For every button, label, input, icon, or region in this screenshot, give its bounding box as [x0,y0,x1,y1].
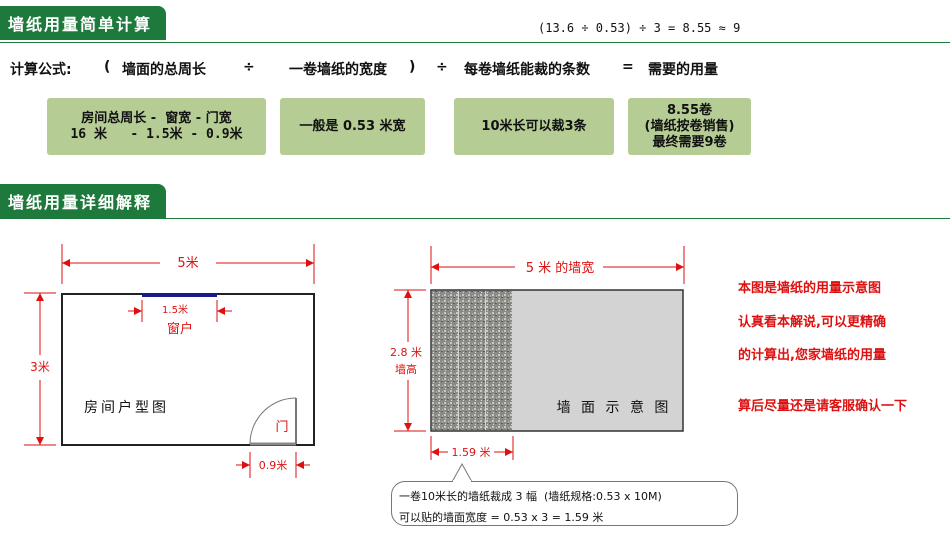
callout-pointer-join [453,480,471,482]
formula-term-perimeter: 墙面的总周长 [122,62,206,78]
wallpaper-strip-1 [432,291,458,430]
formula-result: 需要的用量 [648,62,718,78]
arrow-left-icon [217,307,225,315]
section-divider-2 [0,218,950,219]
arrow-left-icon [431,263,439,271]
perimeter-box: 房间总周长 - 窗宽 - 门宽 16 米 - 1.5米 - 0.9米 [47,98,266,155]
door-swing-arc [249,397,297,445]
room-height-label: 3米 [30,360,50,374]
wall-label: 墙 面 示 意 图 [557,399,672,416]
arrow-down-icon [36,437,44,445]
note-line-2: 认真看本解说,可以更精确 [738,315,886,330]
strips-box: 10米长可以裁3条 [454,98,614,155]
arrow-up-icon [36,293,44,301]
result-box-line2: (墙纸按卷销售) [644,118,735,134]
room-plan: 5米 3米 1.5米 窗户 房间户型图 门 0.9米 [24,244,315,478]
formula-divide-2: ÷ [436,59,448,75]
wall-height-label: 2.8 米 [390,346,422,359]
section-tab-detailed: 墙纸用量详细解释 [0,184,166,218]
arrow-right-icon [505,448,513,456]
formula-equals: = [622,59,634,75]
covered-width-label: 1.59 米 [452,446,491,459]
arrow-right-icon [242,461,250,469]
note-line-4: 算后尽量还是请客服确认一下 [738,399,908,414]
result-box-line1: 8.55卷 [666,102,713,118]
perimeter-box-line1: 房间总周长 - 窗宽 - 门宽 [81,110,232,126]
roll-width-box: 一般是 0.53 米宽 [280,98,425,155]
formula-label: 计算公式: [10,62,72,78]
section-divider [0,42,950,43]
wall-width-label: 5 米 的墙宽 [526,260,595,276]
callout-line1: 一卷10米长的墙纸裁成 3 幅 (墙纸规格:0.53 x 10M) [399,490,662,503]
arrow-left-icon [431,448,439,456]
callout-line2: 可以贴的墙面宽度 = 0.53 x 3 = 1.59 米 [399,511,604,524]
section-tab-simple-calc: 墙纸用量简单计算 [0,6,166,40]
note-line-3: 的计算出,您家墙纸的用量 [738,348,886,363]
window-width-label: 1.5米 [162,303,188,316]
arrow-left-icon [296,461,304,469]
arrow-right-icon [676,263,684,271]
room-width-label: 5米 [177,256,198,271]
top-formula: (13.6 ÷ 0.53) ÷ 3 = 8.55 ≈ 9 [538,21,741,35]
perimeter-box-line2: 16 米 - 1.5米 - 0.9米 [70,126,243,142]
strips-box-text: 10米长可以裁3条 [481,118,587,134]
formula-divide-1: ÷ [243,59,255,75]
arrow-right-icon [306,259,314,267]
door-width-label: 0.9米 [259,459,288,472]
wallpaper-strip-3 [486,291,512,430]
arrow-down-icon [404,423,412,431]
note-line-1: 本图是墙纸的用量示意图 [738,281,882,296]
formula-close-paren: ) [409,59,416,75]
result-box-line3: 最终需要9卷 [652,134,727,150]
window-label: 窗户 [167,321,193,337]
arrow-right-icon [134,307,142,315]
roll-width-box-text: 一般是 0.53 米宽 [299,118,406,134]
room-label: 房间户型图 [84,399,169,416]
room-outline [61,293,315,446]
door-label: 门 [275,420,288,435]
wall-height-caption: 墙高 [395,362,417,376]
result-box: 8.55卷 (墙纸按卷销售) 最终需要9卷 [628,98,751,155]
wall-diagram: 5 米 的墙宽 2.8 米 墙高 墙 面 示 意 图 1.59 米 [390,246,685,483]
arrow-left-icon [62,259,70,267]
formula-term-strips: 每卷墙纸能裁的条数 [464,62,590,78]
callout-box: 一卷10米长的墙纸裁成 3 幅 (墙纸规格:0.53 x 10M) 可以贴的墙面… [391,481,738,526]
formula-term-roll-width: 一卷墙纸的宽度 [289,62,387,78]
wallpaper-strip-2 [459,291,485,430]
arrow-up-icon [404,290,412,298]
formula-open-paren: ( [104,59,111,75]
